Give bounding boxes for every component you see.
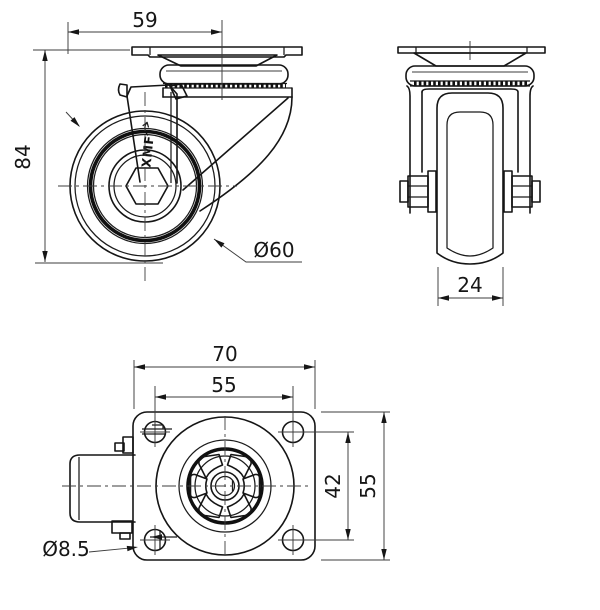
dim-text-hole-spacing-height: 42 — [321, 473, 345, 498]
fork-leg-left-inner — [421, 88, 519, 173]
fork-inner-edge — [182, 97, 289, 191]
leader-arrowhead — [212, 236, 225, 248]
dim-text-offset: 59 — [132, 8, 157, 32]
wheel-front — [436, 92, 504, 265]
bolt-holes — [140, 417, 308, 555]
mounting-plate-side — [131, 46, 303, 58]
fork-legs-front — [406, 85, 534, 214]
dim-text-plate-height: 55 — [356, 473, 380, 498]
side-view: XMF 59 — [11, 8, 303, 283]
dimension-height-84: 84 — [11, 49, 163, 264]
leader-wheel-diameter: Ø60 — [212, 236, 302, 263]
leader-line — [88, 547, 131, 553]
fork-leg-left-outer — [406, 85, 411, 214]
dim-arrowhead — [345, 432, 351, 443]
bolt-cap-left — [399, 180, 409, 203]
leader-line — [213, 238, 302, 263]
fork-tab-bottom-block — [119, 532, 131, 540]
dim-arrowhead — [304, 364, 315, 370]
dim-arrowhead — [211, 29, 222, 35]
dim-text-wheel-width: 24 — [457, 273, 482, 297]
star-wing — [242, 473, 261, 499]
fork-logo-text: XMF — [138, 135, 156, 169]
mounting-plate-front — [397, 46, 546, 54]
dim-arrowhead — [381, 412, 387, 423]
axle-assembly — [399, 170, 541, 213]
wheel-outline — [436, 92, 504, 265]
dimension-offset-59: 59 — [67, 8, 222, 54]
dim-text-height: 84 — [11, 144, 35, 169]
dim-arrowhead — [42, 50, 48, 61]
dim-arrowhead — [282, 394, 293, 400]
dim-text-wheel-diameter: Ø60 — [253, 238, 294, 262]
swivel-cone-side — [157, 54, 278, 67]
bearing-band-front — [410, 80, 530, 87]
top-view: 70 55 42 55 — [42, 342, 390, 561]
star-blade — [198, 493, 224, 519]
bearing-band-side — [163, 82, 292, 89]
star-blade — [198, 453, 224, 479]
washer-left — [427, 170, 437, 213]
fork-tab-top-block — [114, 442, 125, 452]
wheel-top-outline — [69, 454, 136, 523]
dimension-hole-spacing-42: 42 — [306, 431, 354, 541]
fork-leg-left-edge — [126, 95, 141, 183]
dim-arrowhead — [155, 394, 166, 400]
fork-brake-tab — [169, 83, 188, 100]
dim-arrowhead — [492, 295, 503, 301]
axle-nut-right — [511, 175, 533, 208]
hole-slot-step — [152, 424, 164, 429]
star-wing — [189, 473, 208, 499]
dim-arrowhead — [438, 295, 449, 301]
wheel-top — [69, 436, 136, 540]
dim-arrowhead — [68, 29, 79, 35]
dim-arrowhead — [381, 549, 387, 560]
dimension-wheel-width-24: 24 — [437, 267, 504, 306]
fork-top-tab — [117, 83, 128, 98]
dim-text-plate-width: 70 — [212, 342, 237, 366]
swivel-housing-side — [159, 64, 289, 85]
dim-arrowhead — [134, 364, 145, 370]
dimension-plate-width-70: 70 — [133, 342, 316, 409]
leader-hole-diameter: Ø8.5 — [42, 537, 139, 561]
dim-text-hole-spacing-width: 55 — [211, 373, 236, 397]
dimension-plate-height-55v: 55 — [321, 411, 390, 561]
axle-nut-left — [407, 175, 429, 208]
tread-pointer — [65, 111, 82, 129]
bolt-cap-right — [531, 180, 541, 203]
star-blade — [226, 453, 252, 479]
star-blade — [226, 493, 252, 519]
dim-arrowhead — [42, 251, 48, 262]
dimension-hole-spacing-55h: 55 — [154, 373, 294, 425]
fork-leg-right-outer — [529, 85, 534, 214]
dim-text-hole-diameter: Ø8.5 — [42, 537, 90, 561]
fork-side — [162, 87, 293, 212]
hole-arrowhead — [151, 534, 162, 540]
dim-arrowhead — [345, 529, 351, 540]
fork-outer-curve — [199, 96, 293, 212]
tire-inner-profile — [446, 111, 494, 257]
washer-right — [503, 170, 513, 213]
front-view: 24 — [397, 41, 546, 306]
